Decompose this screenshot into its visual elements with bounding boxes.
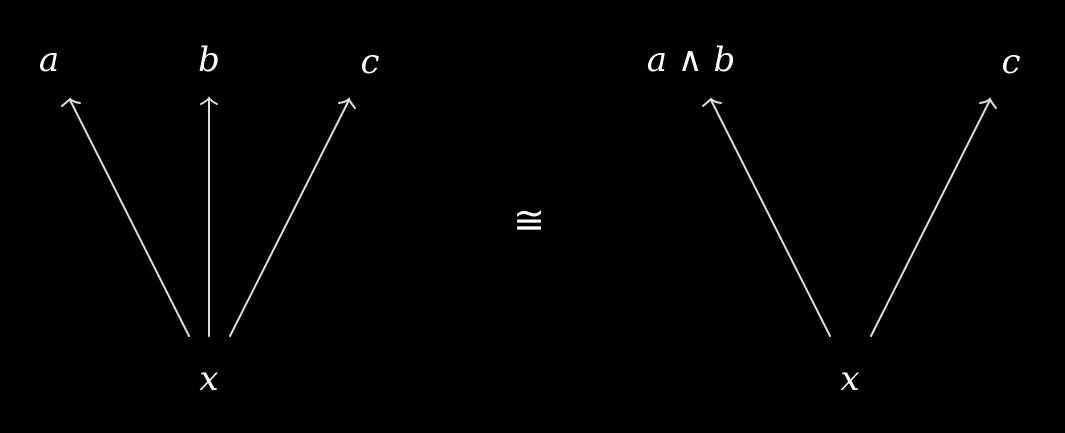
node-b: b <box>198 40 220 80</box>
arrow-x-to-a <box>61 97 190 337</box>
arrow-x-to-c-right <box>870 97 997 337</box>
node-c: c <box>360 42 380 82</box>
node-a: a <box>38 40 60 80</box>
arrow-x-to-b <box>200 96 218 337</box>
isomorphism-symbol: ≅ <box>513 198 545 242</box>
node-x-right: x <box>840 359 860 399</box>
node-c-right: c <box>1001 42 1021 82</box>
arrow-x-to-a-and-b <box>702 97 831 337</box>
node-a-and-b: a ∧ b <box>646 40 736 80</box>
node-x-left: x <box>199 359 219 399</box>
arrow-x-to-c <box>229 97 356 337</box>
